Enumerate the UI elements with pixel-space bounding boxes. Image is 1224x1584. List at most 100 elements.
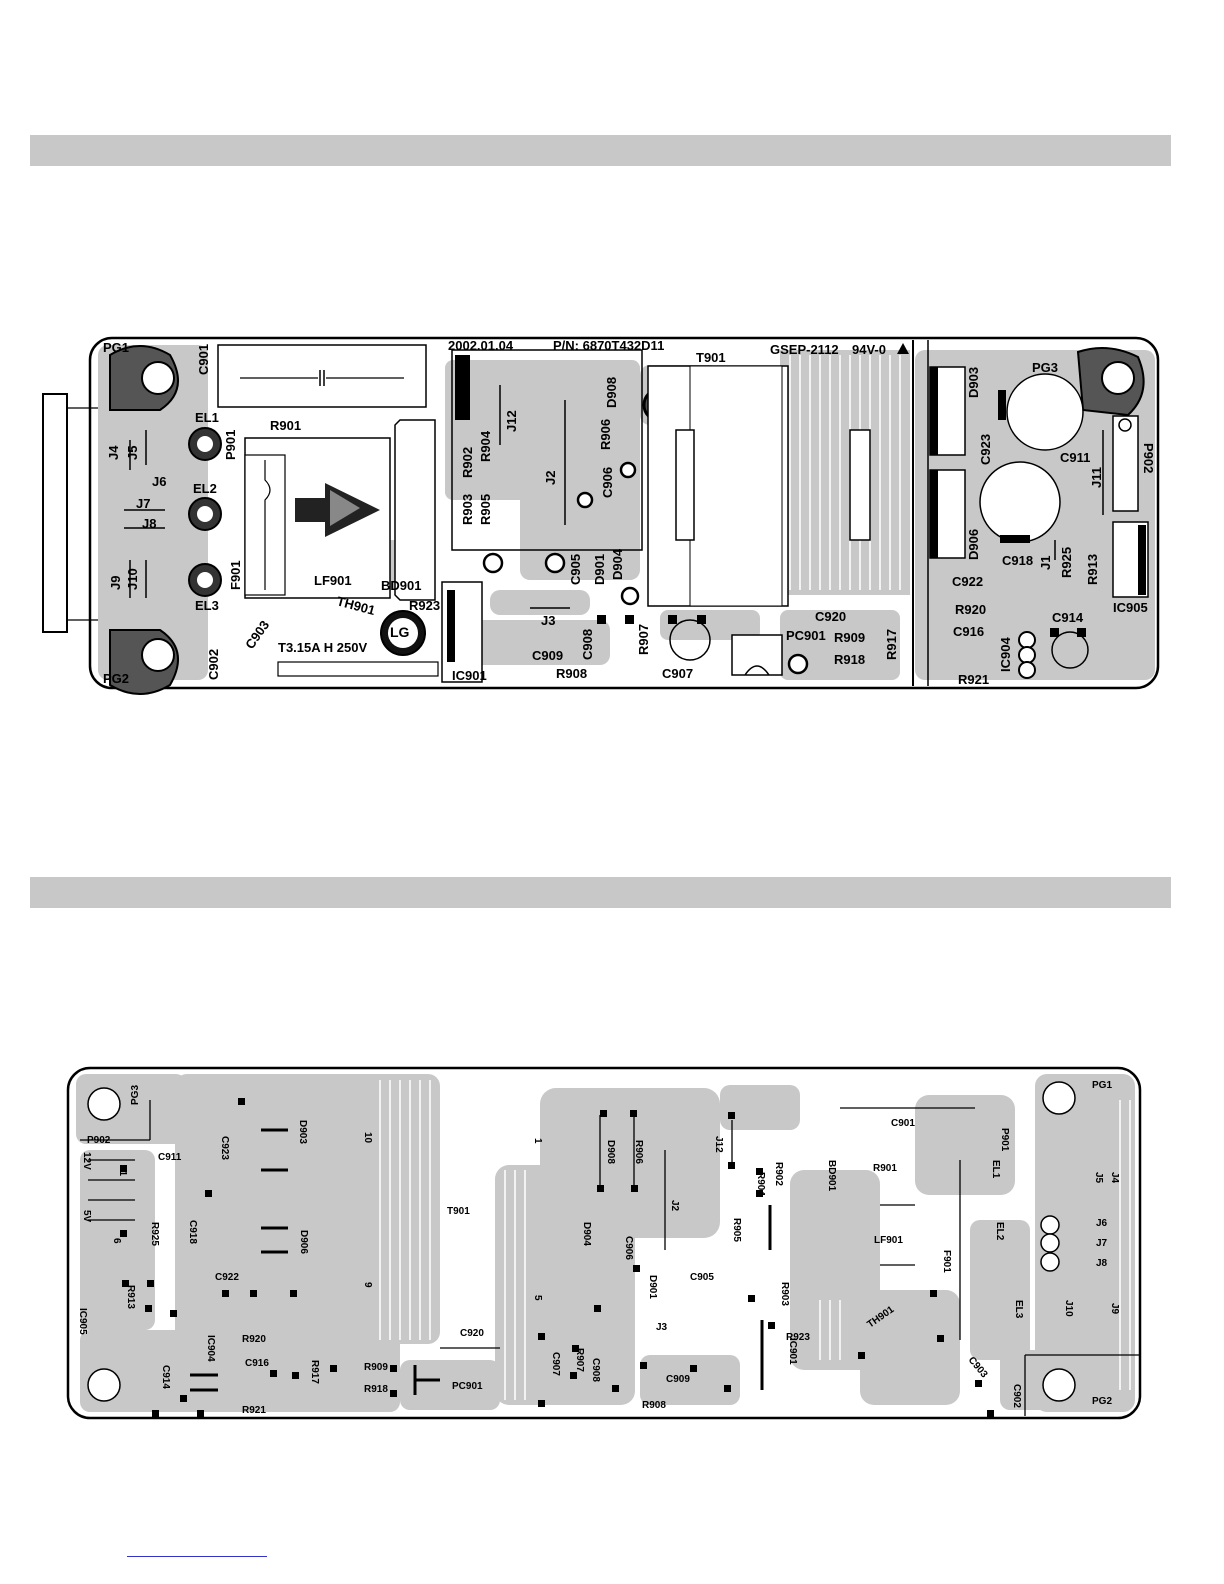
b-label-c906: C906 [623, 1236, 634, 1260]
label-r906: R906 [598, 419, 613, 450]
b-label-r907: R907 [574, 1348, 585, 1372]
edge-connector [42, 393, 68, 633]
label-j7: J7 [136, 496, 150, 511]
b-label-r925: R925 [149, 1222, 160, 1246]
part-number: P/N: 6870T432D11 [553, 338, 664, 353]
label-d901: D901 [592, 554, 607, 585]
mount-hole-pg2-bottom [1042, 1368, 1076, 1402]
b-label-j6: J6 [1096, 1218, 1108, 1229]
b-label-c918: C918 [187, 1220, 198, 1244]
label-j11: J11 [1089, 467, 1104, 488]
b-label-lf901: LF901 [874, 1235, 903, 1246]
b-label-bd901: BD901 [826, 1160, 837, 1192]
label-c902: C902 [206, 649, 221, 680]
b-label-j10: J10 [1063, 1300, 1074, 1317]
b-label-j2: J2 [669, 1200, 680, 1212]
copper-pour-bottom [76, 1074, 1135, 1412]
label-pg2: PG2 [103, 671, 129, 686]
label-c907: C907 [662, 666, 693, 681]
b-label-r909: R909 [364, 1362, 388, 1373]
label-d903: D903 [966, 367, 981, 398]
label-r901: R901 [270, 418, 301, 433]
label-d908: D908 [604, 377, 619, 408]
b-label-c907: C907 [550, 1352, 561, 1376]
b-label-j9: J9 [1109, 1303, 1120, 1315]
component-p902 [1112, 415, 1139, 512]
b-label-c920: C920 [460, 1328, 484, 1339]
label-bd901: BD901 [381, 578, 421, 593]
bottom-board: PG3 P902 C911 C923 D903 10 J1 R925 C918 … [66, 1066, 1142, 1420]
b-label-ic905: IC905 [77, 1308, 88, 1335]
b-label-r921: R921 [242, 1405, 266, 1416]
label-j5: J5 [125, 446, 140, 460]
label-r921: R921 [958, 672, 989, 687]
b-label-r917: R917 [309, 1360, 320, 1384]
b-label-p902: P902 [87, 1135, 111, 1146]
label-j2: J2 [543, 471, 558, 485]
label-c911: C911 [1060, 450, 1090, 465]
label-pg1: PG1 [103, 340, 129, 355]
b-label-r901: R901 [873, 1163, 897, 1174]
label-c920: C920 [815, 609, 846, 624]
b-label-j3: J3 [656, 1322, 668, 1333]
footer-link-underline[interactable] [127, 1556, 267, 1557]
b-label-r903: R903 [779, 1282, 790, 1306]
b-label-c923: C923 [219, 1136, 230, 1160]
section-header-bar-bottom [30, 877, 1171, 908]
label-r913: R913 [1085, 554, 1100, 585]
label-r909: R909 [834, 630, 865, 645]
b-pin-5v: 5V [81, 1210, 92, 1223]
b-label-r904: R904 [755, 1172, 766, 1196]
flame-rating: 94V-0 [852, 342, 886, 357]
label-t901: T901 [696, 350, 726, 365]
b-label-el2: EL2 [994, 1222, 1005, 1241]
component-c918 [979, 461, 1061, 543]
b-label-c902: C902 [1011, 1384, 1022, 1408]
component-bd901 [394, 419, 436, 601]
label-r917: R917 [884, 629, 899, 660]
b-label-r902: R902 [773, 1162, 784, 1186]
b-label-pg1: PG1 [1092, 1080, 1112, 1091]
b-label-pg3: PG3 [130, 1085, 141, 1105]
b-label-j5: J5 [1093, 1172, 1104, 1184]
label-c905: C905 [568, 554, 583, 585]
solder-pads [120, 1098, 994, 1417]
fuse-rating: T3.15A H 250V [278, 640, 367, 655]
label-c914: C914 [1052, 610, 1084, 625]
label-el1: EL1 [195, 410, 219, 425]
hatching-top [789, 355, 901, 590]
b-label-j1a: J1 [117, 1165, 128, 1177]
label-pc901: PC901 [786, 628, 826, 643]
label-j9: J9 [108, 576, 123, 590]
b-label-d904: D904 [581, 1222, 592, 1246]
label-lf901: LF901 [314, 573, 352, 588]
b-label-r905: R905 [731, 1218, 742, 1242]
b-label-pg2: PG2 [1092, 1396, 1112, 1407]
b-label-r923: R923 [786, 1332, 810, 1343]
b-label-j7: J7 [1096, 1238, 1108, 1249]
b-pin-6: 6 [111, 1238, 122, 1244]
label-j6: J6 [152, 474, 166, 489]
label-c908: C908 [580, 629, 595, 660]
b-label-d903: D903 [297, 1120, 308, 1144]
label-j8: J8 [142, 516, 156, 531]
label-r903: R903 [460, 494, 475, 525]
top-board: 2002.01.04 P/N: 6870T432D11 GSEP-2112 94… [42, 336, 1160, 695]
b-pin-1: 1 [532, 1138, 543, 1144]
label-r902: R902 [460, 447, 475, 478]
b-label-ic901: IC901 [787, 1338, 798, 1365]
b-label-ic904: IC904 [205, 1335, 216, 1362]
label-ic901: IC901 [452, 668, 487, 683]
b-label-d908: D908 [605, 1140, 616, 1164]
mount-hole-pg3-bottom [87, 1087, 121, 1121]
b-label-r913: R913 [125, 1285, 136, 1309]
b-label-r918: R918 [364, 1384, 388, 1395]
b-label-j4: J4 [1109, 1172, 1120, 1184]
section-header-bar-top [30, 135, 1171, 166]
b-label-p901: P901 [999, 1128, 1010, 1152]
label-j4: J4 [106, 445, 121, 460]
label-j12: J12 [504, 410, 519, 432]
b-label-r920: R920 [242, 1334, 266, 1345]
b-label-pc901: PC901 [452, 1381, 483, 1392]
label-c922: C922 [952, 574, 983, 589]
